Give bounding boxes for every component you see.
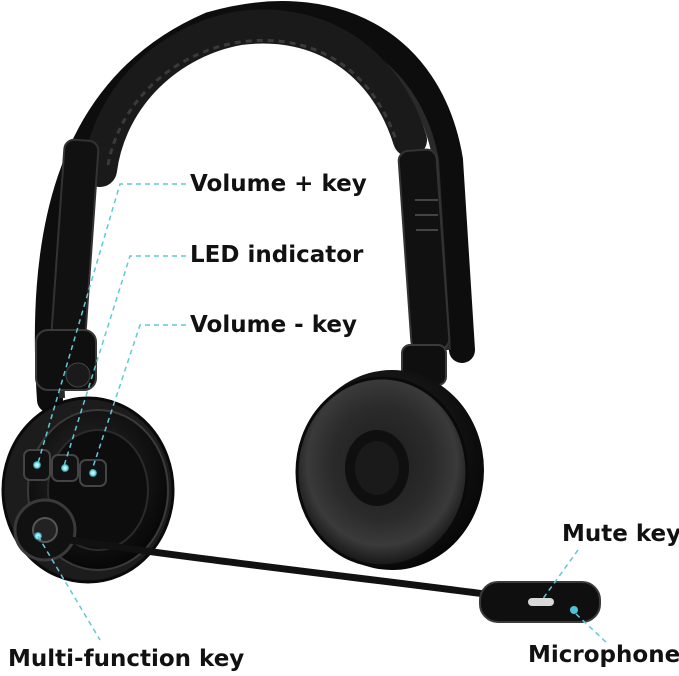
leader-led <box>63 255 186 467</box>
headband <box>34 1 475 413</box>
leader-mute <box>541 549 579 601</box>
volume-minus-key-label: Volume - key <box>190 312 357 338</box>
mute-key-label: Mute key <box>562 521 679 547</box>
leader-lines <box>37 183 609 645</box>
multi-function-key-label: Multi-function key <box>8 646 245 672</box>
microphone-label: Microphone <box>528 642 679 668</box>
led-indicator-label: LED indicator <box>190 242 364 268</box>
leader-microphone <box>575 613 609 645</box>
leader-multi-function <box>37 535 101 641</box>
right-ear-cup <box>295 370 484 570</box>
leader-volume-minus <box>91 324 186 471</box>
volume-plus-key-label: Volume + key <box>190 171 367 197</box>
boom-microphone <box>13 498 601 623</box>
leader-volume-plus <box>37 183 186 464</box>
